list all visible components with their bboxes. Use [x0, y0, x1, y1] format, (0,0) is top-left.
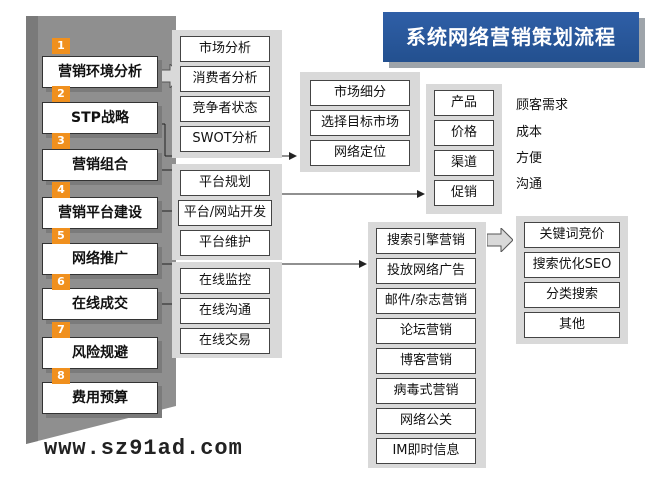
platform-item: 平台/网站开发: [178, 200, 272, 226]
title-banner: 系统网络营销策划流程: [383, 12, 639, 62]
step-number: 2: [52, 86, 70, 102]
environment-item: 竞争者状态: [180, 96, 270, 122]
search-engine-item: 关键词竞价: [524, 222, 620, 248]
online-item: 在线交易: [180, 328, 270, 354]
mix-item: 价格: [434, 120, 494, 146]
search-engine-item: 搜索优化SEO: [524, 252, 620, 278]
step-label: STP战略: [71, 110, 129, 126]
stp-item: 选择目标市场: [310, 110, 410, 136]
step-number: 6: [52, 274, 70, 290]
promotion-item: 网络公关: [376, 408, 476, 434]
page-title: 系统网络营销策划流程: [406, 25, 616, 49]
step-label: 营销组合: [72, 157, 128, 173]
promotion-item: 投放网络广告: [376, 258, 476, 284]
step-label: 费用预算: [72, 390, 128, 406]
step-box: 风险规避: [42, 337, 158, 369]
promotion-item: 论坛营销: [376, 318, 476, 344]
step-number: 5: [52, 228, 70, 244]
step-number: 4: [52, 182, 70, 198]
step-box: 在线成交: [42, 288, 158, 320]
step-box: 营销环境分析: [42, 56, 158, 88]
step-label: 营销平台建设: [58, 205, 142, 221]
promotion-item: 病毒式营销: [376, 378, 476, 404]
step-label: 网络推广: [72, 251, 128, 267]
stp-item: 市场细分: [310, 80, 410, 106]
arrow-icon: [487, 228, 513, 252]
step-box: 营销组合: [42, 149, 158, 181]
search-engine-item: 分类搜索: [524, 282, 620, 308]
step-box: STP战略: [42, 102, 158, 134]
online-item: 在线监控: [180, 268, 270, 294]
mix-item: 渠道: [434, 150, 494, 176]
step-label: 在线成交: [72, 296, 128, 312]
step-label: 营销环境分析: [58, 64, 142, 80]
footer-url: www.sz91ad.com: [44, 436, 243, 461]
search-engine-item: 其他: [524, 312, 620, 338]
environment-item: SWOT分析: [180, 126, 270, 152]
mix-note: 方便: [516, 151, 543, 166]
online-item: 在线沟通: [180, 298, 270, 324]
step-number: 8: [52, 368, 70, 384]
step-box: 网络推广: [42, 243, 158, 275]
promotion-item: 博客营销: [376, 348, 476, 374]
step-box: 营销平台建设: [42, 197, 158, 229]
step-box: 费用预算: [42, 382, 158, 414]
environment-item: 消费者分析: [180, 66, 270, 92]
step-number: 7: [52, 322, 70, 338]
step-number: 1: [52, 38, 70, 54]
stp-item: 网络定位: [310, 140, 410, 166]
step-label: 风险规避: [72, 345, 128, 361]
mix-item: 产品: [434, 90, 494, 116]
promotion-item: 邮件/杂志营销: [376, 288, 476, 314]
step-number: 3: [52, 133, 70, 149]
promotion-item: IM即时信息: [376, 438, 476, 464]
platform-item: 平台规划: [180, 170, 270, 196]
mix-note: 沟通: [516, 177, 543, 192]
environment-item: 市场分析: [180, 36, 270, 62]
mix-note: 顾客需求: [516, 98, 569, 113]
promotion-item: 搜索引擎营销: [376, 228, 476, 254]
platform-item: 平台维护: [180, 230, 270, 256]
mix-note: 成本: [516, 125, 543, 140]
mix-item: 促销: [434, 180, 494, 206]
